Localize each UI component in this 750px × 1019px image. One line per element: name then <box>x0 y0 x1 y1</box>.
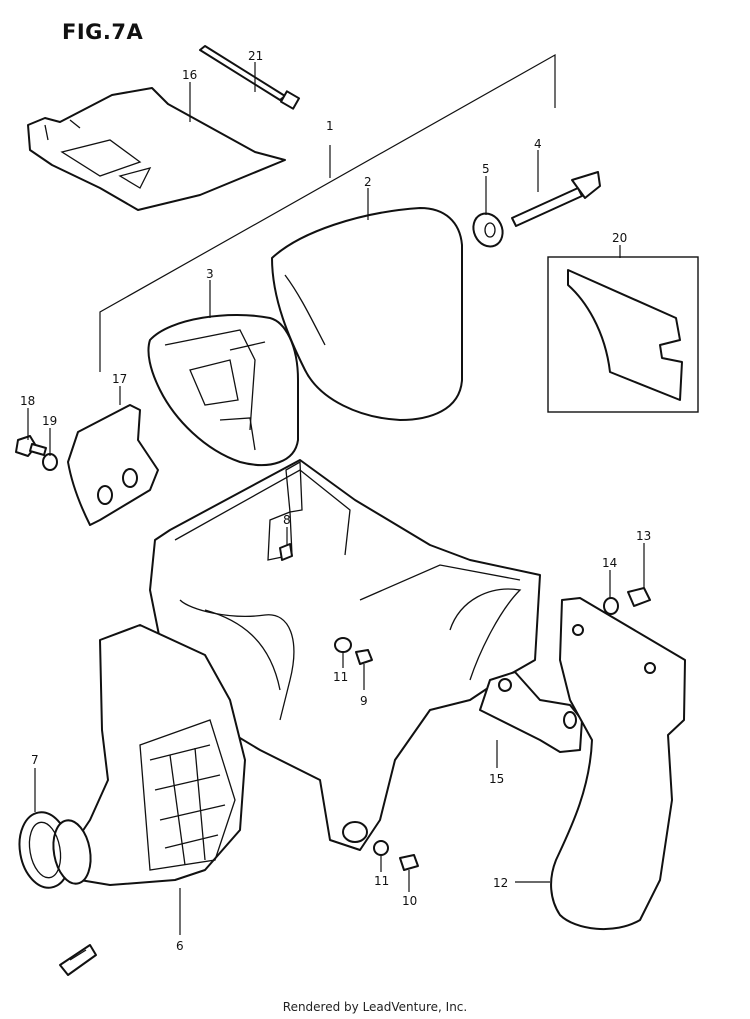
footer-credit: Rendered by LeadVenture, Inc. <box>282 1000 468 1014</box>
part-15-stay <box>479 671 583 753</box>
callout-2: 2 <box>364 175 372 189</box>
callout-7: 7 <box>31 753 39 767</box>
callout-13: 13 <box>636 529 651 543</box>
part-7-clamp <box>18 811 92 889</box>
callout-8: 8 <box>283 513 291 527</box>
callout-10: 10 <box>402 894 417 908</box>
callout-17: 17 <box>112 372 127 386</box>
part-13-bolt <box>627 587 651 607</box>
assembly-bracket <box>99 53 556 372</box>
callout-20: 20 <box>612 231 627 245</box>
callout-21: 21 <box>248 49 263 63</box>
callout-3: 3 <box>206 267 214 281</box>
callout-labels: 21 16 1 4 5 2 20 3 17 18 19 8 13 14 11 9… <box>20 49 651 953</box>
part-6-intake-boot <box>69 624 246 886</box>
callout-4: 4 <box>534 137 542 151</box>
part-3-filter-cage <box>147 313 299 466</box>
forward-arrow-icon <box>59 944 97 976</box>
callout-9: 9 <box>360 694 368 708</box>
part-9-bolt <box>355 649 373 665</box>
callout-12: 12 <box>493 876 508 890</box>
callout-1: 1 <box>326 119 334 133</box>
callout-19: 19 <box>42 414 57 428</box>
part-18-bolt <box>15 435 47 457</box>
part-11-washer-lower <box>373 840 389 856</box>
part-2-filter-element <box>271 207 463 421</box>
part-8-clip <box>279 543 293 561</box>
part-14-washer <box>603 597 619 615</box>
callout-11-lower: 11 <box>374 874 389 888</box>
leader-lines <box>27 62 645 935</box>
callout-11-upper: 11 <box>333 670 348 684</box>
part-19-washer <box>42 453 58 471</box>
callout-6: 6 <box>176 939 184 953</box>
part-12-intake-duct <box>550 597 686 931</box>
part-17-bracket <box>67 404 159 526</box>
callout-15: 15 <box>489 772 504 786</box>
callout-16: 16 <box>182 68 197 82</box>
part-11-washer-upper <box>334 637 352 653</box>
part-4-wing-bolt <box>511 171 601 227</box>
part-20-sheet <box>547 256 699 413</box>
part-21-strap <box>199 45 301 110</box>
figure-title: FIG.7A <box>62 20 144 44</box>
callout-14: 14 <box>602 556 617 570</box>
callout-5: 5 <box>482 162 490 176</box>
part-16-cover-plate <box>27 87 286 211</box>
callout-18: 18 <box>20 394 35 408</box>
part-10-bolt <box>399 854 419 871</box>
part-5-washer <box>472 212 504 248</box>
